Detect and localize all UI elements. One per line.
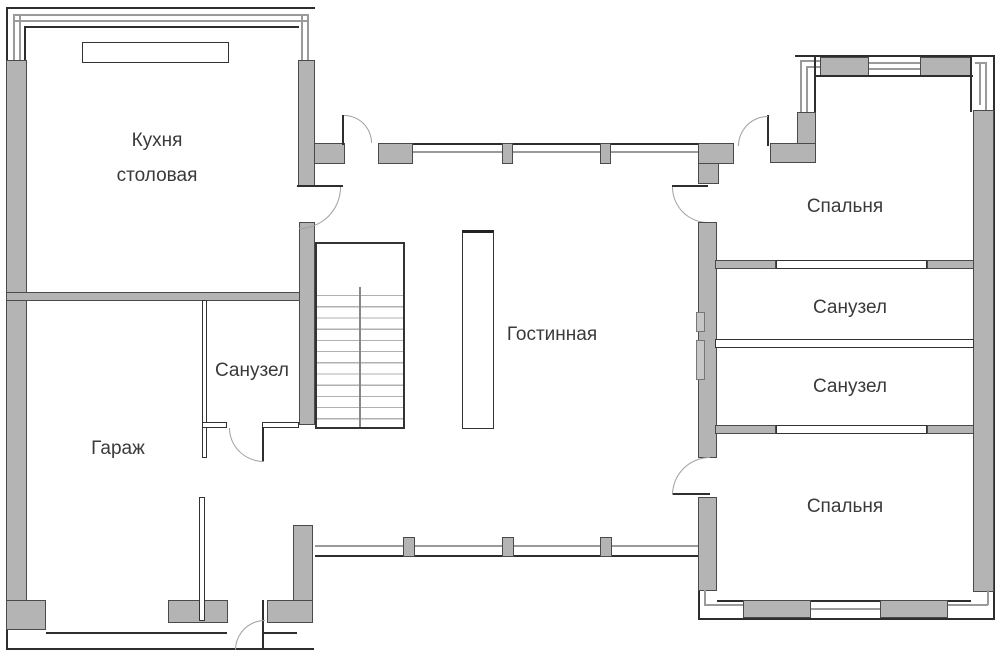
window-glass-line [806,66,820,68]
window-glass-line [413,151,698,153]
partition-wall [715,339,974,348]
sliding-door-opening [776,425,927,434]
door-swing-arc [299,187,341,229]
wall-segment [6,600,46,630]
wall-segment [715,425,776,434]
window-post [403,537,415,557]
wall-segment [820,57,869,77]
partition-wall [202,300,207,458]
wall-segment [168,600,228,623]
wall-segment [743,600,811,618]
door-leaf [767,115,769,146]
door-swing-arc [229,428,264,462]
window-glass-line [869,62,920,64]
door-leaf [672,185,708,187]
wall-segment [378,143,413,164]
exterior-wall-line [795,55,995,57]
window-glass-line [985,62,987,111]
wall-segment [920,57,971,77]
wall-segment [770,143,816,163]
window-glass-line [800,60,820,62]
wall-segment [880,600,948,618]
exterior-wall-line [378,143,733,145]
partition-wall [262,422,299,428]
window-glass-line [869,68,920,70]
window-glass-line [704,590,706,605]
exterior-wall-line [6,648,314,650]
room-label-bathroom-2: Санузел [812,376,888,397]
wall-segment [698,143,734,164]
duct-shaft [696,340,705,380]
window-glass-line [979,62,981,105]
door-swing-arc [344,115,372,143]
wall-segment [698,497,717,591]
window-inner-line [814,57,816,112]
partition-wall [202,422,227,428]
window-post [600,537,612,557]
door-leaf [342,115,344,145]
window-glass-line [975,62,987,64]
wall-segment [6,60,27,630]
door-swing-arc [672,187,708,223]
window-glass-line [13,20,309,22]
wall-segment [299,222,315,425]
window-glass-line [948,604,988,606]
garage-door-line [46,632,227,634]
window-glass-line [13,14,309,16]
window-post [502,143,513,164]
sliding-door-opening [776,260,927,269]
window-inner-line [24,26,299,28]
window-post [600,143,611,164]
window-glass-line [301,14,303,62]
exterior-wall-line [698,618,995,620]
window-glass-line [704,604,743,606]
garage-door-line [263,632,297,634]
door-leaf [297,185,343,187]
window-glass-line [987,590,989,605]
window-glass-line [811,608,880,610]
room-label-bedroom-top: Спальня [806,196,884,217]
exterior-wall-line [6,7,315,9]
duct-shaft [696,312,705,332]
room-label-kitchen: Кухня [131,130,183,151]
wall-segment [6,292,315,301]
wall-segment [314,143,345,164]
exterior-wall-line [993,55,995,620]
staircase-divider [359,287,361,427]
room-label-bathroom-1: Санузел [812,297,888,318]
window-inner-line [717,600,971,602]
wall-segment [715,260,776,269]
room-label-garage: Гараж [91,438,145,459]
room-label-garage-bathroom: Санузел [214,360,290,381]
wall-segment [267,600,313,623]
room-label-living-room: Гостинная [506,324,598,345]
window-inner-line [815,75,973,77]
window-glass-line [806,66,808,112]
door-swing-arc [672,457,710,495]
wall-segment [298,60,315,186]
window-glass-line [19,14,21,60]
window-inner-line [24,26,26,62]
wall-segment [973,110,994,592]
wall-segment [927,425,974,434]
door-swing-arc [235,620,265,650]
window-inner-line [970,57,972,112]
wall-segment [927,260,974,269]
room-label-bedroom-bottom: Спальня [806,496,884,517]
window-glass-line [307,14,309,62]
partition-wall [199,497,205,621]
kitchen-counter [82,42,229,63]
chimney-wall [462,230,494,429]
room-label-kitchen-dining: столовая [116,165,198,186]
wall-segment [698,163,719,184]
door-swing-arc [738,116,768,146]
window-post [502,537,514,557]
exterior-wall-line [698,591,700,620]
window-glass-line [800,60,802,112]
window-glass-line [13,14,15,60]
